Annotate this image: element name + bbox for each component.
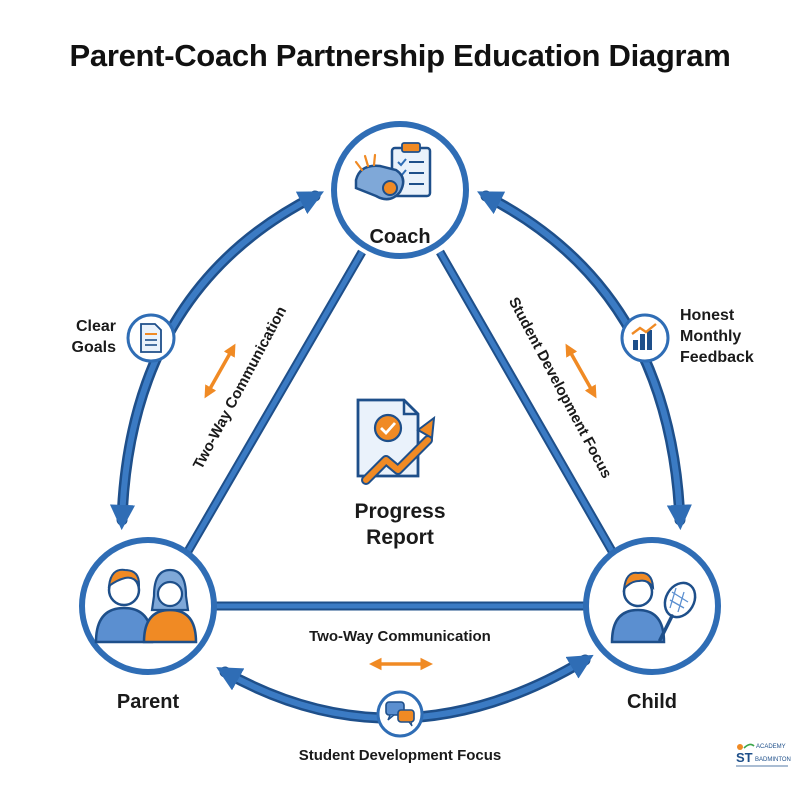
feedback-line1: Honest bbox=[680, 307, 735, 324]
logo-mark: ACADEMY ST BADMINTON bbox=[736, 743, 791, 767]
progress-label-line2: Report bbox=[366, 526, 434, 549]
feedback-badge: Honest Monthly Feedback bbox=[620, 307, 754, 366]
parent-label: Parent bbox=[117, 691, 180, 713]
feedback-line2: Monthly bbox=[680, 328, 741, 345]
chat-bubbles-icon bbox=[385, 701, 415, 727]
outer-arrow-left bbox=[109, 190, 324, 531]
orange-arrow-right bbox=[565, 343, 597, 399]
bottom-focus-label: Student Development Focus bbox=[299, 747, 502, 764]
clear-goals-line1: Clear bbox=[76, 318, 116, 335]
logo-top-text: ACADEMY bbox=[756, 744, 786, 750]
edge-label-parent-child: Two-Way Communication bbox=[309, 628, 491, 645]
page-title: Parent-Coach Partnership Education Diagr… bbox=[69, 38, 731, 73]
feedback-line3: Feedback bbox=[680, 349, 754, 366]
orange-arrow-left bbox=[204, 343, 236, 399]
whistle-clipboard-icon bbox=[354, 142, 432, 201]
chat-badge: Student Development Focus bbox=[299, 690, 502, 764]
academy-logo: ACADEMY ST BADMINTON bbox=[728, 738, 794, 774]
clear-goals-line2: Goals bbox=[72, 339, 117, 356]
triangle-edges bbox=[176, 249, 624, 611]
edge-label-coach-parent: Two-Way Communication bbox=[190, 304, 290, 472]
progress-report: Progress Report bbox=[354, 398, 446, 549]
progress-label-line1: Progress bbox=[354, 500, 445, 523]
child-node: Child bbox=[583, 537, 721, 713]
clear-goals-badge: Clear Goals bbox=[72, 313, 176, 363]
growth-chart-icon bbox=[631, 323, 657, 350]
coach-node: Coach bbox=[331, 121, 469, 259]
coach-label: Coach bbox=[369, 226, 430, 248]
logo-st-text: ST bbox=[736, 750, 753, 765]
progress-report-icon bbox=[356, 398, 436, 485]
logo-bottom-text: BADMINTON bbox=[755, 757, 791, 763]
child-label: Child bbox=[627, 691, 677, 713]
document-icon bbox=[140, 323, 162, 353]
parent-node: Parent bbox=[79, 537, 217, 713]
parents-icon bbox=[94, 568, 198, 644]
child-racket-icon bbox=[610, 571, 697, 644]
